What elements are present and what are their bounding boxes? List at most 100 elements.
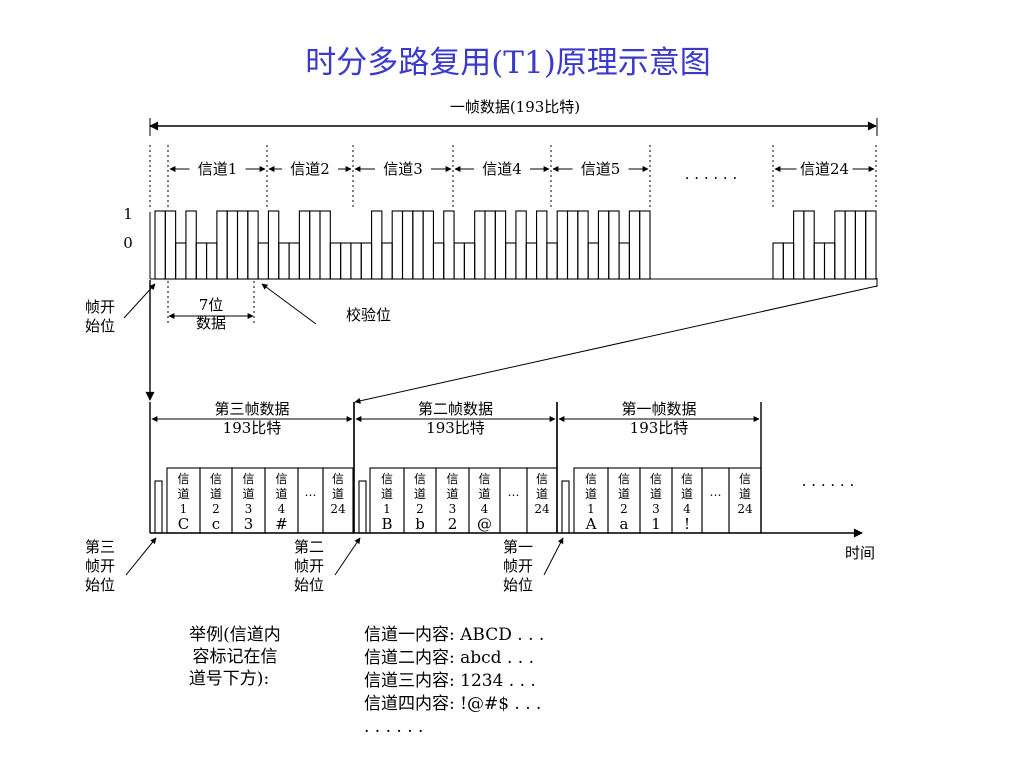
bit-cell <box>484 210 496 280</box>
channel-cell-text: 道 <box>414 487 426 501</box>
channel-cell-text: C <box>178 515 189 533</box>
channel-label-bg <box>189 161 246 177</box>
frame-length-label: 一帧数据(193比特) <box>450 98 580 116</box>
channel-cell-text: 3 <box>652 502 660 516</box>
channel-cell-text: 信 <box>177 472 189 486</box>
channel-cell-text: 信 <box>332 472 344 486</box>
channel-cell-text: 2 <box>620 502 628 516</box>
channel-cell-text: 道 <box>446 487 458 501</box>
channel-cell-text: … <box>305 485 317 499</box>
channel-cell-text: 道 <box>739 487 751 501</box>
channel-cell-text: 道 <box>210 487 222 501</box>
channel-cell-text: 3 <box>244 515 254 533</box>
frame-start-label: 帧开 <box>294 557 324 575</box>
bit-cell <box>494 210 507 280</box>
frame-start-pointer <box>543 537 564 576</box>
bit-cell <box>515 210 527 280</box>
channel-label: 信道5 <box>581 160 621 178</box>
channel-cell-text: 道 <box>618 487 630 501</box>
frame-bits: 193比特 <box>426 419 485 437</box>
bit-cell <box>608 210 620 280</box>
example-row-3: 信道三内容: 1234 . . . <box>364 671 536 691</box>
channel-cell-text: 信 <box>618 472 630 486</box>
bit-cell <box>319 210 331 280</box>
frame-start-label: 帧开 <box>85 557 115 575</box>
channel-cell <box>297 467 324 534</box>
channel-cell-text: 1 <box>180 502 188 516</box>
example-row-5: . . . . . . <box>364 717 423 737</box>
channel-cell-text: 信 <box>478 472 490 486</box>
bit-cell <box>577 210 589 280</box>
channel-cell-text: # <box>275 515 288 533</box>
example-caption-line1: 举例(信道内 <box>189 625 281 645</box>
bit-cell <box>175 242 187 280</box>
frame-sync-bit <box>154 480 163 534</box>
bit-cell <box>278 242 290 280</box>
frame-title: 第一帧数据 <box>621 400 696 418</box>
bit-cell <box>195 242 208 280</box>
bit-cell <box>597 210 610 280</box>
bit-cell <box>206 242 218 280</box>
channel-cell-text: ! <box>684 515 690 533</box>
channel-cell-text: 道 <box>650 487 662 501</box>
bit-cell <box>360 242 373 280</box>
channel-cell-text: 道 <box>585 487 597 501</box>
channel-cell <box>701 467 730 534</box>
frame-bits: 193比特 <box>630 419 689 437</box>
bit-cell <box>463 242 476 280</box>
bit-cell <box>556 210 569 280</box>
bit-cell <box>298 210 311 280</box>
channel-cell-text: 3 <box>245 502 253 516</box>
parity-label: 校验位 <box>346 306 391 324</box>
frame-bits: 193比特 <box>223 419 282 437</box>
example-caption: 举例(信道内 容标记在信 道号下方): <box>189 625 281 689</box>
channel-cell-text: B <box>381 515 392 533</box>
channel-cell-text: A <box>585 515 597 533</box>
bit-cell <box>422 210 434 280</box>
channel-label-bg <box>375 161 431 177</box>
channel-cell-text: 信 <box>275 472 287 486</box>
bit-cell <box>216 210 228 280</box>
bit-cell <box>267 210 280 280</box>
bit-cell <box>340 242 352 280</box>
channel-cell-text: 1 <box>587 502 595 516</box>
frame-start-label: 第二 <box>294 538 324 556</box>
channel-cell-text: 4 <box>278 502 286 516</box>
channel-label-bg <box>474 161 530 177</box>
channel-cell-text: 4 <box>481 502 489 516</box>
bit-cell <box>412 210 424 280</box>
example-caption-line2: 容标记在信 <box>193 647 278 667</box>
trailing-ellipsis: · · · · · · <box>802 476 854 494</box>
bit-cell <box>505 242 517 280</box>
bit-cell <box>381 242 393 280</box>
channel-cell-text: 3 <box>449 502 457 516</box>
time-label: 时间 <box>845 544 875 562</box>
channel-label: 信道2 <box>290 160 330 178</box>
bit-cell <box>474 210 486 280</box>
bit-cell <box>288 242 300 280</box>
channel-cell-text: 道 <box>478 487 490 501</box>
bit-cell <box>432 242 445 280</box>
bit-cell <box>854 210 867 280</box>
channel-cell-text: a <box>620 515 629 533</box>
channel-cell-text: 2 <box>212 502 220 516</box>
channel-label-bg <box>572 161 629 177</box>
bit-cell <box>453 242 465 280</box>
bit-cell <box>236 210 249 280</box>
channel-cell-text: @ <box>477 515 492 533</box>
bit-cell <box>309 210 321 280</box>
level-zero-label: 0 <box>123 234 133 252</box>
channel-cell-text: 道 <box>177 487 189 501</box>
seven-bit-label-line2: 数据 <box>196 314 226 332</box>
example-row-2: 信道二内容: abcd . . . <box>364 648 534 668</box>
frame-title: 第三帧数据 <box>214 400 289 418</box>
seven-bit-label-line1: 7位 <box>199 296 224 314</box>
bit-waveform <box>149 210 877 280</box>
bit-cell <box>350 242 362 280</box>
channel-label-bg <box>796 161 853 177</box>
parity-pointer <box>261 283 317 325</box>
bit-cell <box>391 210 404 280</box>
bit-cell <box>834 210 846 280</box>
